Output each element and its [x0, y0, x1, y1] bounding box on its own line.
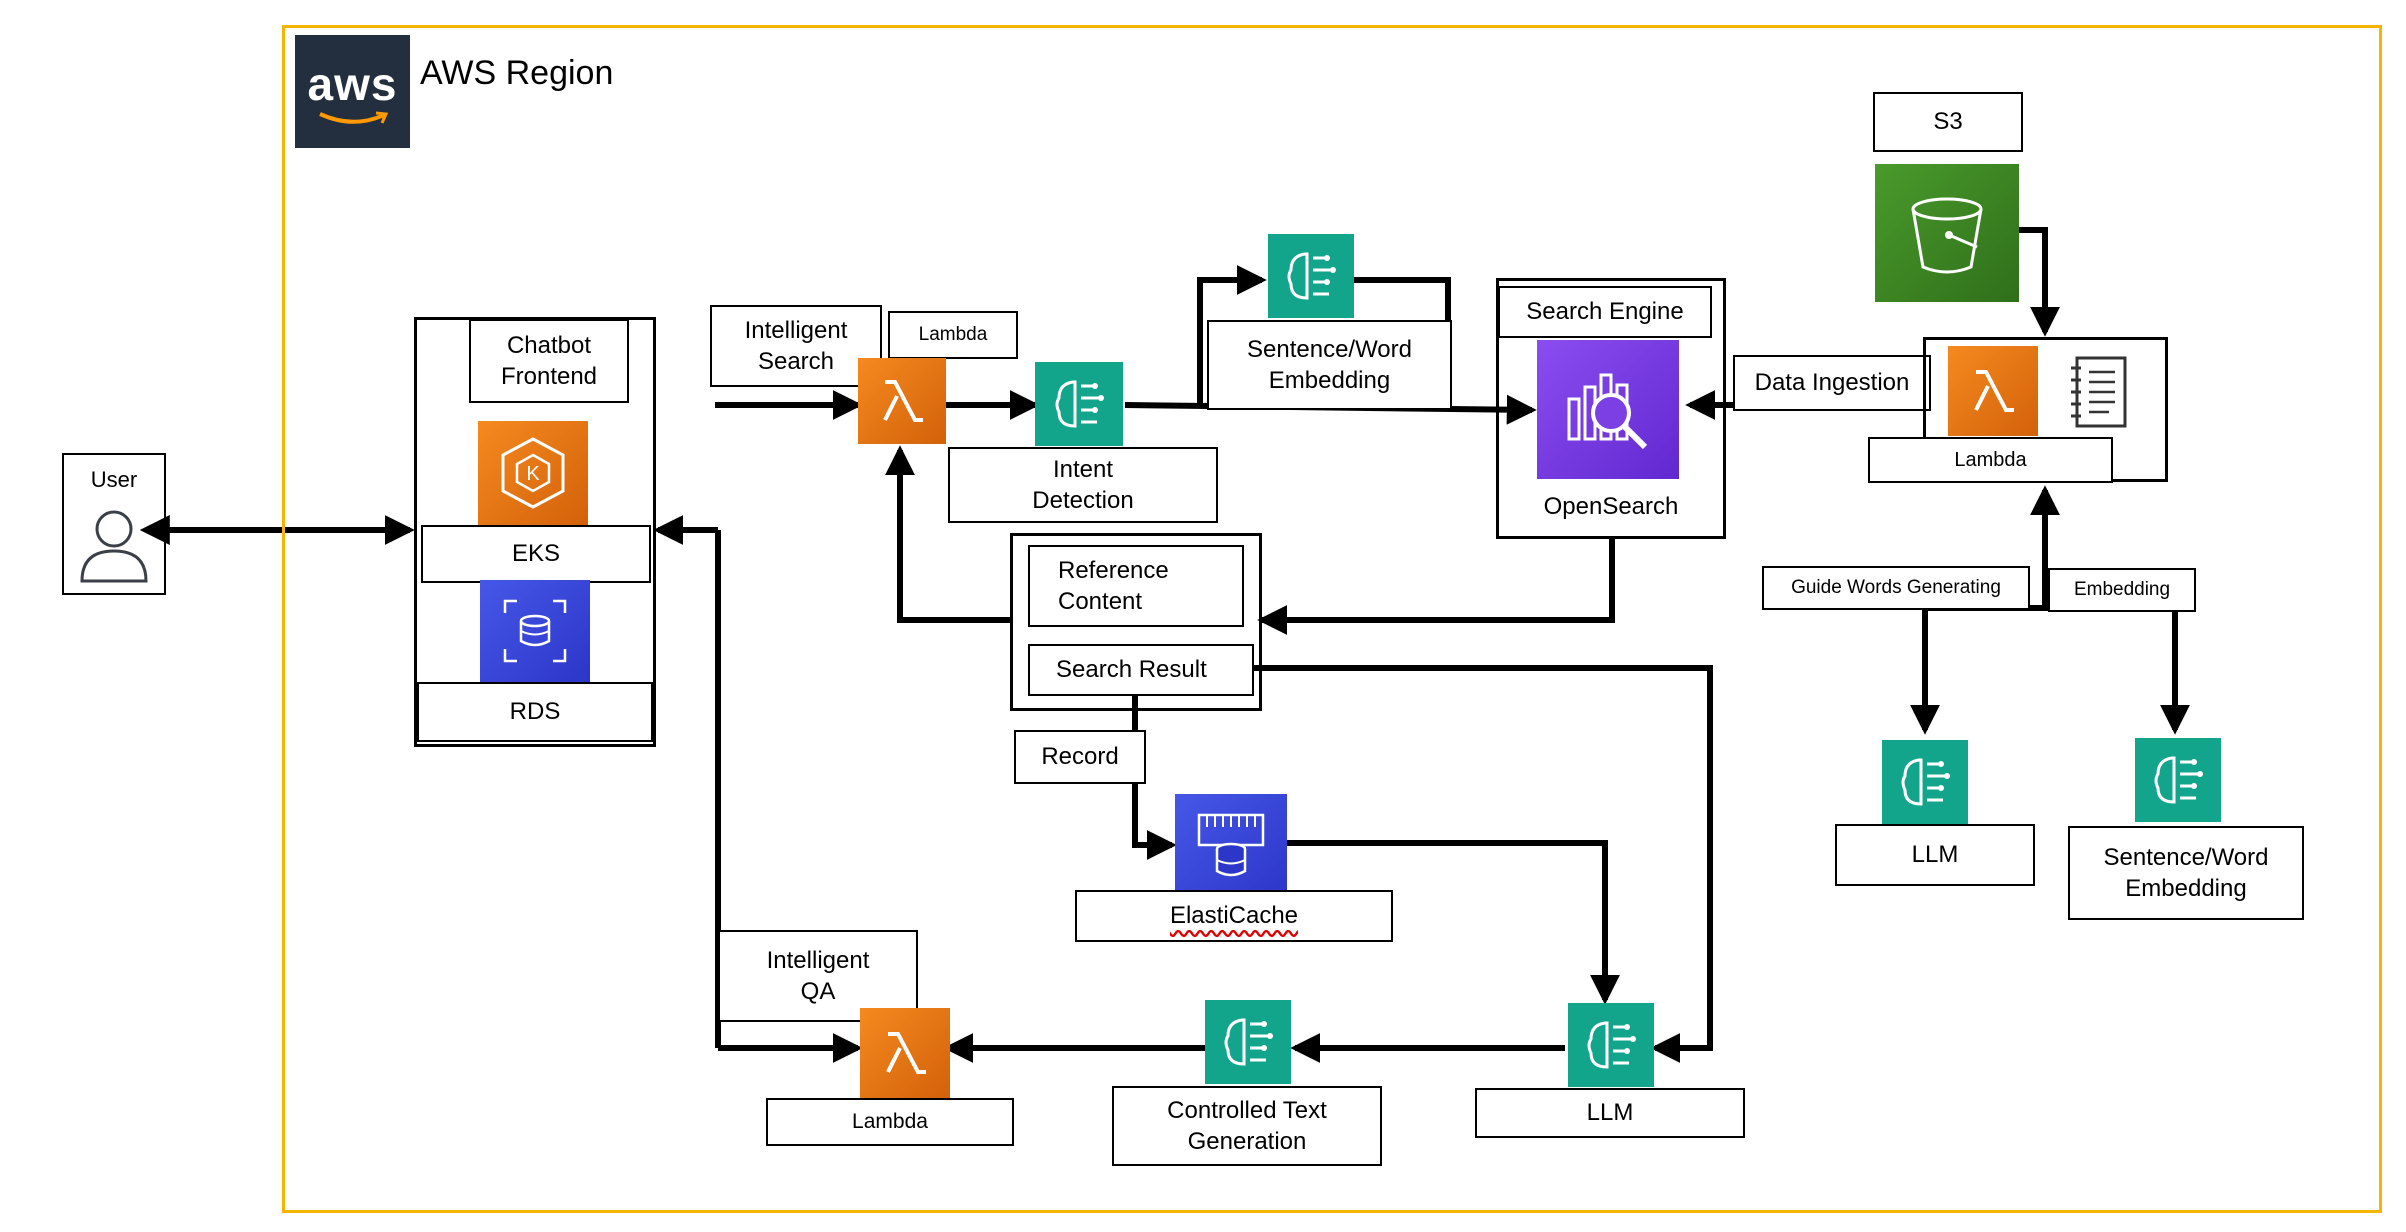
- s3-label: S3: [1873, 92, 2023, 152]
- llm-right-label: LLM: [1835, 824, 2035, 886]
- reference-lambda-arrow: [885, 445, 1010, 623]
- frontend-container: [414, 317, 656, 747]
- controlled-text-label: Controlled Text Generation: [1112, 1086, 1382, 1166]
- reference-content-label: Reference Content: [1028, 545, 1244, 627]
- user-node[interactable]: User: [62, 453, 166, 595]
- sentence-embedding-brain-circuit-icon[interactable]: [1268, 234, 1354, 318]
- rds-icon: [480, 580, 590, 682]
- notebook-icon: [2062, 350, 2138, 434]
- embedding-label: Embedding: [2048, 568, 2196, 612]
- eks-label: EKS: [421, 525, 651, 583]
- s3-bucket-icon[interactable]: [1875, 164, 2019, 302]
- intent-detection-brain-circuit-icon[interactable]: [1035, 362, 1123, 446]
- intelligent-search-label: Intelligent Search: [710, 305, 882, 387]
- guide-words-label: Guide Words Generating: [1762, 566, 2030, 610]
- llm-right-brain-circuit-icon[interactable]: [1882, 740, 1968, 824]
- lambda-ingest-icon[interactable]: [1948, 346, 2038, 436]
- opensearch-icon[interactable]: [1537, 340, 1679, 479]
- lambda-search-label: Lambda: [888, 311, 1018, 359]
- svg-text:K: K: [526, 463, 540, 485]
- sentence-embedding-right-label: Sentence/Word Embedding: [2068, 826, 2304, 920]
- reference-container: [1010, 533, 1262, 711]
- sentence-embedding-top-label: Sentence/Word Embedding: [1207, 320, 1452, 410]
- region-title: AWS Region: [420, 54, 614, 92]
- elasticache-llm-arrow: [1285, 840, 1620, 1005]
- intent-detection-label: Intent Detection: [948, 447, 1218, 523]
- user-label: User: [90, 466, 138, 492]
- opensearch-container: [1496, 278, 1726, 539]
- intelligent-qa-label: Intelligent QA: [718, 930, 918, 1022]
- chatbot-frontend-label: Chatbot Frontend: [469, 319, 629, 403]
- opensearch-reference-arrow: [1257, 538, 1615, 635]
- lambda-ingest-label: Lambda: [1868, 437, 2113, 483]
- aws-logo-icon: aws: [295, 35, 410, 148]
- elasticache-label-text: ElastiCache: [1169, 902, 1299, 930]
- aws-smile-icon: [318, 111, 388, 124]
- user-icon: [80, 510, 148, 583]
- rds-label: RDS: [417, 682, 653, 742]
- aws-region-frame: [282, 25, 2382, 1213]
- search-result-llm-arrow: [1250, 665, 1713, 1063]
- lambda-icon[interactable]: [858, 358, 946, 444]
- lambda-qa-label: Lambda: [766, 1098, 1014, 1146]
- controlled-text-brain-circuit-icon[interactable]: [1205, 1000, 1291, 1084]
- search-engine-label: Search Engine: [1498, 286, 1712, 338]
- data-ingestion-label: Data Ingestion: [1733, 355, 1931, 411]
- record-label: Record: [1014, 730, 1146, 784]
- bus-to-search-arrow: [715, 390, 863, 420]
- search-result-label: Search Result: [1028, 644, 1254, 696]
- aws-logo-text: aws: [307, 57, 398, 110]
- lambda-qa-icon[interactable]: [860, 1008, 950, 1098]
- elasticache-label: ElastiCache: [1075, 890, 1393, 942]
- elasticache-icon[interactable]: [1175, 794, 1287, 900]
- opensearch-label: OpenSearch: [1543, 493, 1679, 521]
- sentence-embedding-right-brain-circuit-icon[interactable]: [2135, 738, 2221, 822]
- llm-bottom-label: LLM: [1475, 1088, 1745, 1138]
- eks-icon: K: [478, 421, 588, 525]
- embedding-loop-in: [1197, 265, 1267, 405]
- llm-bottom-brain-circuit-icon[interactable]: [1568, 1003, 1654, 1087]
